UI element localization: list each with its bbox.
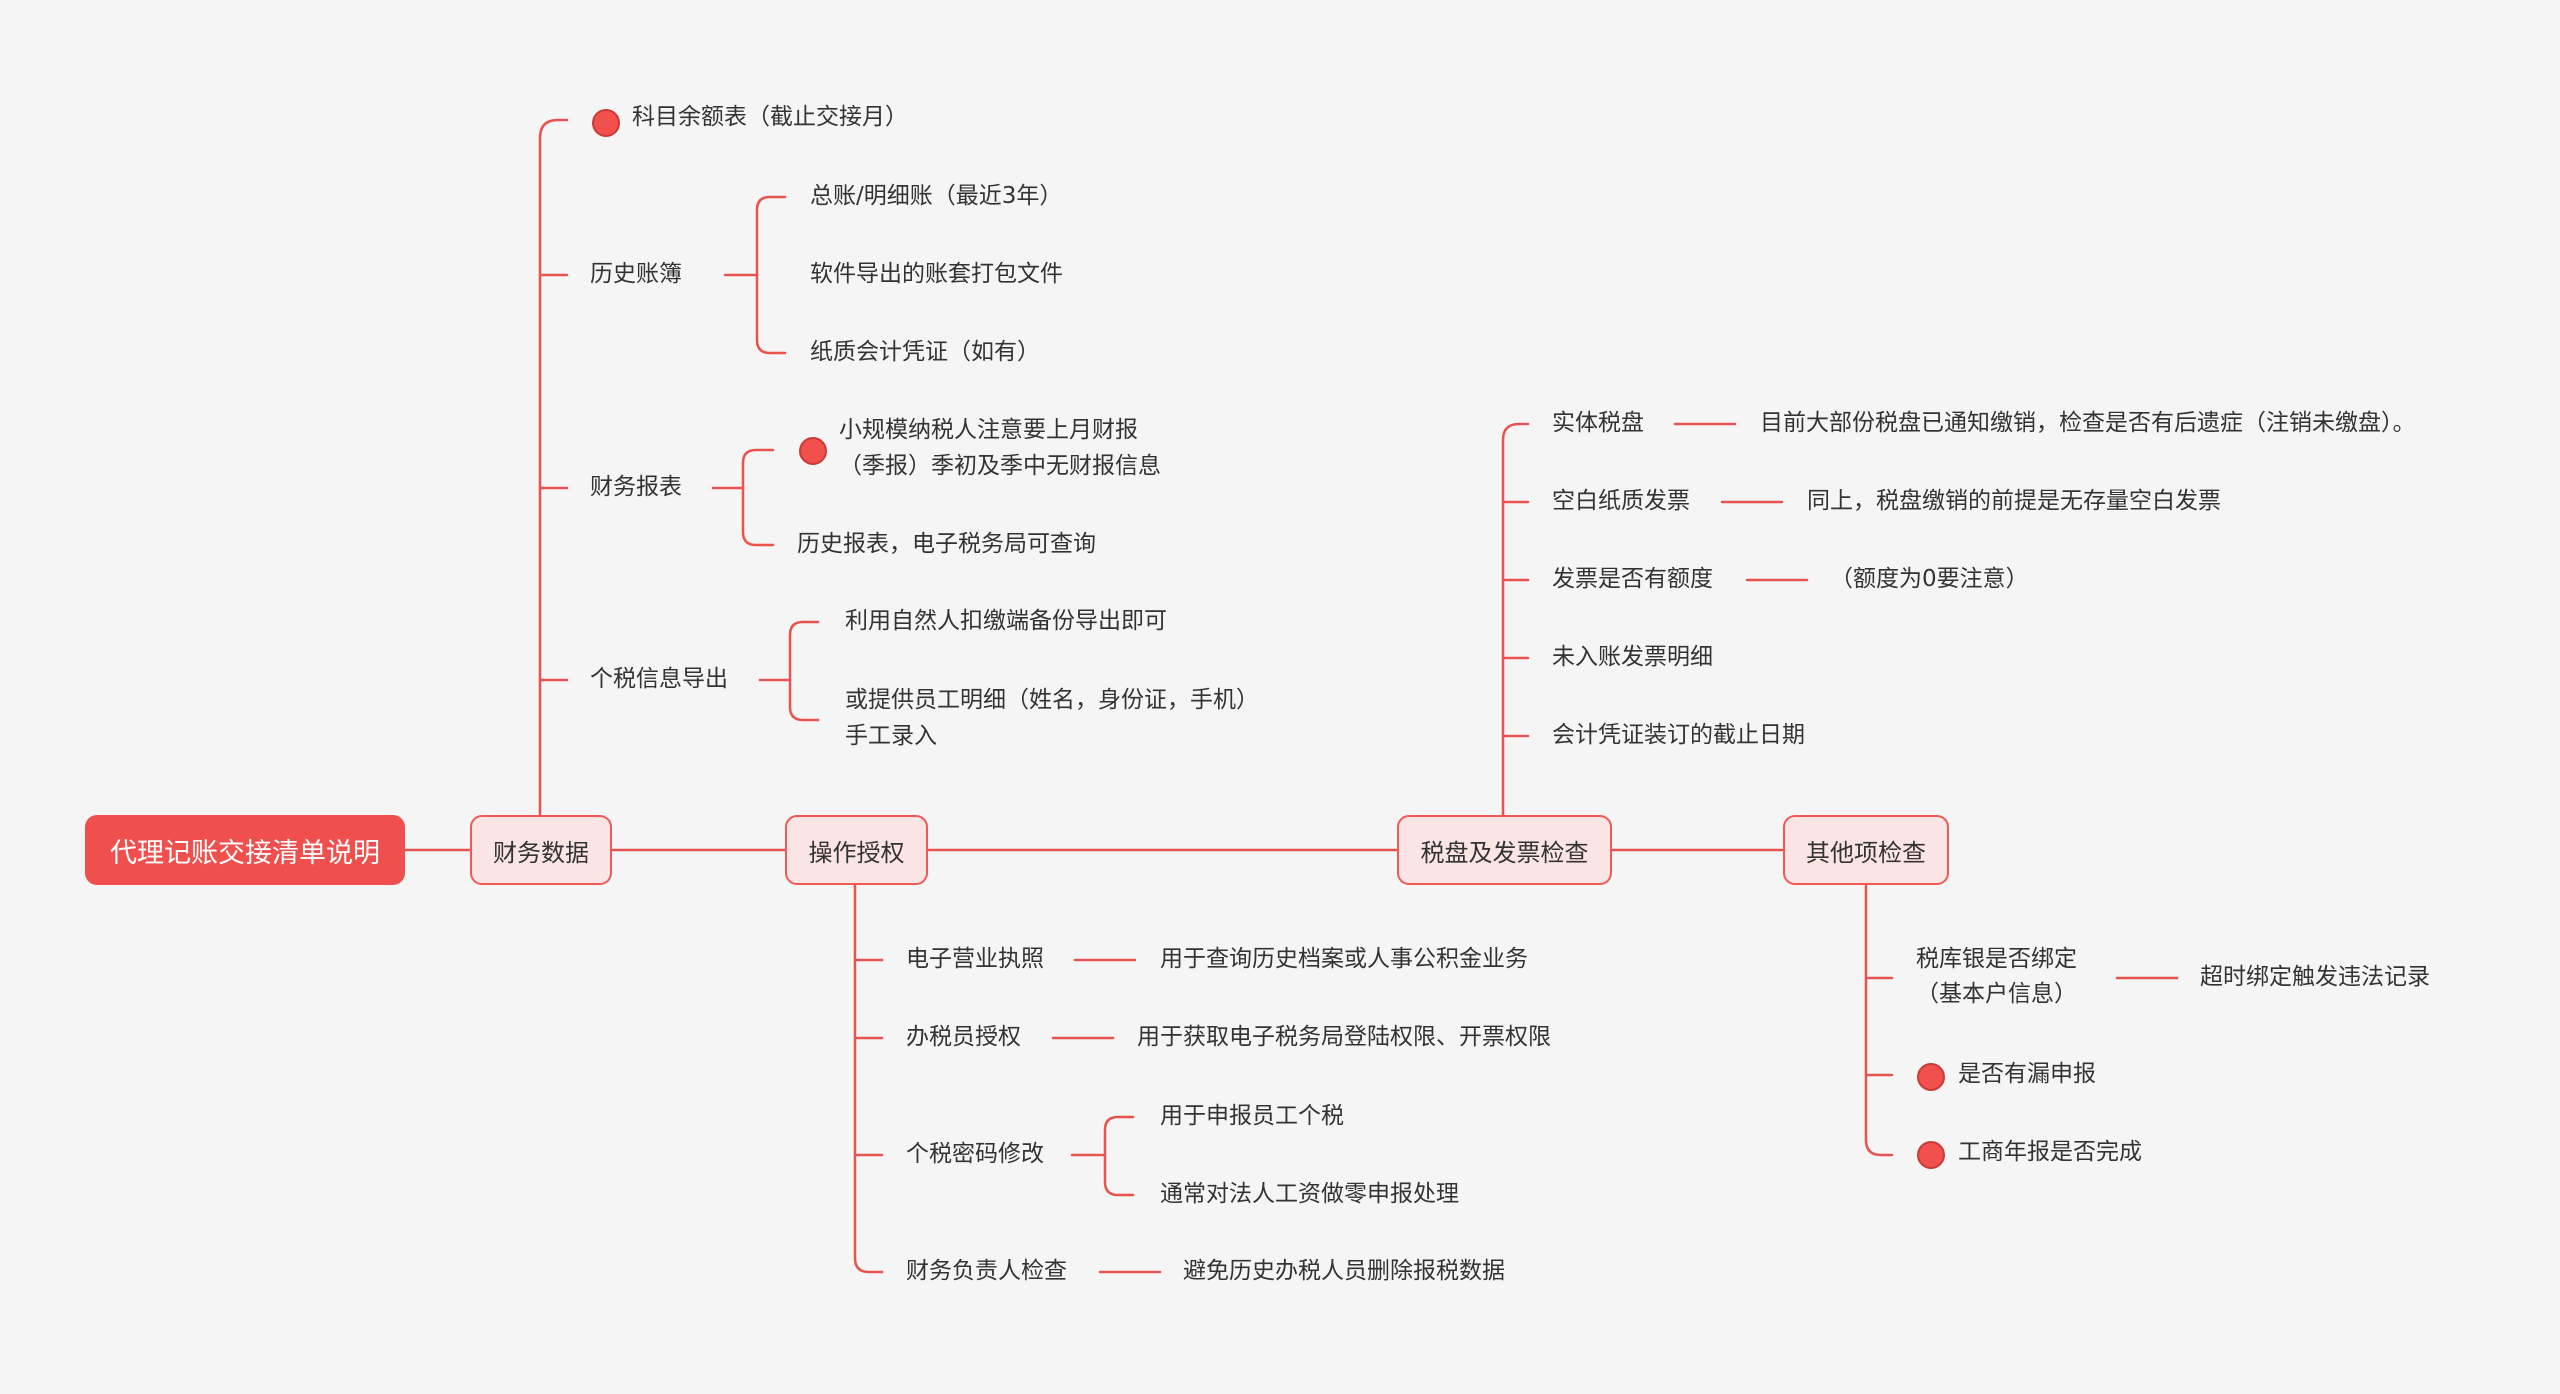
topic-finance-chief[interactable]: 财务负责人检查 <box>906 1258 1067 1284</box>
topic-iit-declare[interactable]: 用于申报员工个税 <box>1160 1103 1344 1129</box>
node-operation-auth[interactable]: 操作授权 <box>785 815 928 885</box>
topic-invoice-quota[interactable]: 发票是否有额度 <box>1552 566 1713 592</box>
marker-dot <box>1917 1063 1945 1091</box>
marker-dot <box>799 437 827 465</box>
topic-blank-invoice[interactable]: 空白纸质发票 <box>1552 488 1690 514</box>
topic-tax-disk[interactable]: 实体税盘 <box>1552 410 1644 436</box>
topic-employee-list-line1[interactable]: 或提供员工明细（姓名，身份证，手机） <box>845 687 1259 713</box>
topic-e-license-note[interactable]: 用于查询历史档案或人事公积金业务 <box>1160 946 1528 972</box>
topic-tax-bank-binding-line1[interactable]: 税库银是否绑定 <box>1916 946 2077 972</box>
topic-history-books[interactable]: 历史账簿 <box>590 261 682 287</box>
topic-unrecorded-invoices[interactable]: 未入账发票明细 <box>1552 644 1713 670</box>
topic-paper-vouchers[interactable]: 纸质会计凭证（如有） <box>810 339 1040 365</box>
node-tax-disk-invoice[interactable]: 税盘及发票检查 <box>1397 815 1612 885</box>
topic-tax-officer-note[interactable]: 用于获取电子税务局登陆权限、开票权限 <box>1137 1024 1551 1050</box>
topic-tax-officer-auth[interactable]: 办税员授权 <box>906 1024 1021 1050</box>
topic-general-ledger[interactable]: 总账/明细账（最近3年） <box>810 183 1063 209</box>
marker-dot <box>1917 1141 1945 1169</box>
node-finance-data[interactable]: 财务数据 <box>470 815 612 885</box>
marker-dot <box>592 109 620 137</box>
node-other-checks[interactable]: 其他项检查 <box>1783 815 1949 885</box>
topic-exported-package[interactable]: 软件导出的账套打包文件 <box>810 261 1063 287</box>
topic-e-license[interactable]: 电子营业执照 <box>906 946 1044 972</box>
topic-iit-export[interactable]: 个税信息导出 <box>590 666 728 692</box>
topic-invoice-quota-note[interactable]: （额度为0要注意） <box>1830 566 2029 592</box>
topic-employee-list-line2[interactable]: 手工录入 <box>845 723 937 749</box>
topic-history-reports[interactable]: 历史报表，电子税务局可查询 <box>797 531 1096 557</box>
topic-annual-report[interactable]: 工商年报是否完成 <box>1958 1139 2142 1165</box>
root-node[interactable]: 代理记账交接清单说明 <box>85 815 405 885</box>
topic-small-taxpayer-note-line2[interactable]: （季报）季初及季中无财报信息 <box>839 453 1161 479</box>
topic-small-taxpayer-note-line1[interactable]: 小规模纳税人注意要上月财报 <box>839 417 1138 443</box>
topic-balance-sheet[interactable]: 科目余额表（截止交接月） <box>632 104 908 130</box>
topic-voucher-binding-date[interactable]: 会计凭证装订的截止日期 <box>1552 722 1805 748</box>
topic-blank-invoice-note[interactable]: 同上，税盘缴销的前提是无存量空白发票 <box>1807 488 2221 514</box>
topic-tax-disk-note[interactable]: 目前大部份税盘已通知缴销，检查是否有后遗症（注销未缴盘）。 <box>1760 410 2416 436</box>
topic-tax-bank-binding-note[interactable]: 超时绑定触发违法记录 <box>2200 964 2430 990</box>
topic-tax-bank-binding-line2[interactable]: （基本户信息） <box>1916 981 2077 1007</box>
topic-iit-backup[interactable]: 利用自然人扣缴端备份导出即可 <box>845 608 1167 634</box>
topic-financial-reports[interactable]: 财务报表 <box>590 474 682 500</box>
topic-missed-declaration[interactable]: 是否有漏申报 <box>1958 1061 2096 1087</box>
topic-finance-chief-note[interactable]: 避免历史办税人员删除报税数据 <box>1183 1258 1505 1284</box>
topic-iit-password[interactable]: 个税密码修改 <box>906 1141 1044 1167</box>
topic-zero-declare[interactable]: 通常对法人工资做零申报处理 <box>1160 1181 1459 1207</box>
